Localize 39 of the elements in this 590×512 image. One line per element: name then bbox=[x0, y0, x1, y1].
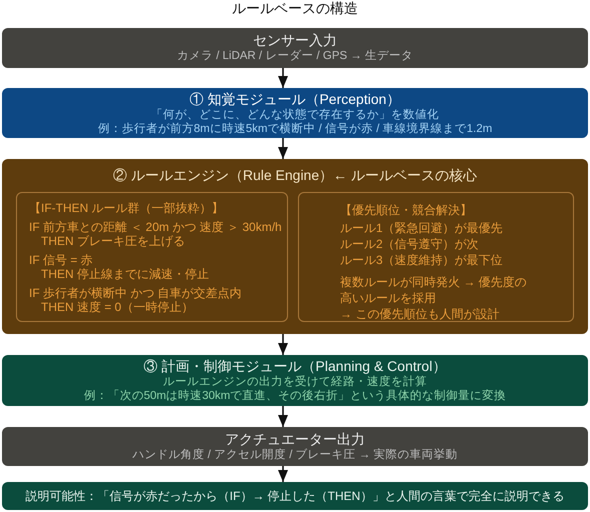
rule-text: ルール1（緊急回避）が最優先 bbox=[340, 220, 503, 236]
panel-heading: 【優先順位・競合解決】 bbox=[340, 202, 472, 218]
input-stage-card bbox=[2, 28, 588, 68]
arrow bbox=[278, 466, 288, 482]
arrow bbox=[278, 406, 288, 427]
arrow bbox=[278, 138, 288, 159]
rule-text: IF 信号 = 赤 bbox=[29, 253, 93, 267]
planning-module-card bbox=[2, 355, 588, 406]
stage-description: 例：「次の50mは時速30kmで直進、その後右折」という具体的な制御量に変換 bbox=[84, 389, 506, 403]
rule-text: THEN 停止線までに減速・停止 bbox=[41, 267, 209, 281]
arrow bbox=[278, 334, 288, 355]
stage-heading: ① 知覚モジュール（Perception） bbox=[190, 90, 400, 108]
stage-description: 例：歩行者が前方8mに時速5kmで横断中 / 信号が赤 / 車線境界線まで1.2m bbox=[98, 122, 492, 136]
rule-text: ルール3（速度維持）が最下位 bbox=[340, 252, 503, 268]
perception-module-card bbox=[2, 88, 588, 138]
stage-heading: ③ 計画・制御モジュール（Planning & Control） bbox=[144, 358, 446, 375]
diagram-title: ルールベースの構造 bbox=[232, 0, 358, 17]
stage-heading: アクチュエーター出力 bbox=[225, 430, 365, 448]
rule-engine-panel bbox=[2, 159, 588, 334]
stage-description: 「何が、どこに、どんな状態で存在するか」を数値化 bbox=[151, 108, 439, 122]
output-stage-card bbox=[2, 427, 588, 466]
stage-heading: センサー入力 bbox=[253, 32, 337, 49]
stage-heading: 説明可能性：「信号が赤だったから（IF）→ 停止した（THEN）」と人間の言葉で完全に説明できる bbox=[26, 488, 564, 504]
panel-heading: 【IF-THEN ルール群（一部抜粋）】 bbox=[29, 201, 224, 215]
rule-text: IF 歩行者が横断中 かつ 自車が交差点内 bbox=[29, 286, 242, 300]
rule-list-panel bbox=[16, 192, 288, 322]
stage-heading: ② ルールエンジン（Rule Engine）← ルールベースの核心 bbox=[112, 166, 478, 184]
rule-text: → この優先順位も人間が設計 bbox=[340, 306, 500, 322]
priority-panel bbox=[298, 192, 574, 322]
rule-text: IF 前方車との距離 ＜ 20m かつ 速度 ＞ 30km/h bbox=[29, 220, 282, 234]
rule-text: ルール2（信号遵守）が次 bbox=[340, 236, 479, 252]
rule-text: THEN ブレーキ圧を上げる bbox=[41, 234, 185, 248]
stage-description: ルールエンジンの出力を受けて経路・速度を計算 bbox=[163, 375, 427, 389]
summary-card bbox=[2, 482, 588, 510]
rule-text: 複数ルールが同時発火 → 優先度の高いルールを採用 bbox=[340, 274, 528, 306]
arrow bbox=[278, 68, 288, 88]
stage-description: カメラ / LiDAR / レーダー / GPS → 生データ bbox=[176, 49, 414, 64]
stage-description: ハンドル角度 / アクセル開度 / ブレーキ圧 → 実際の車両挙動 bbox=[132, 448, 458, 462]
rule-text: THEN 速度 = 0（一時停止） bbox=[41, 300, 194, 314]
